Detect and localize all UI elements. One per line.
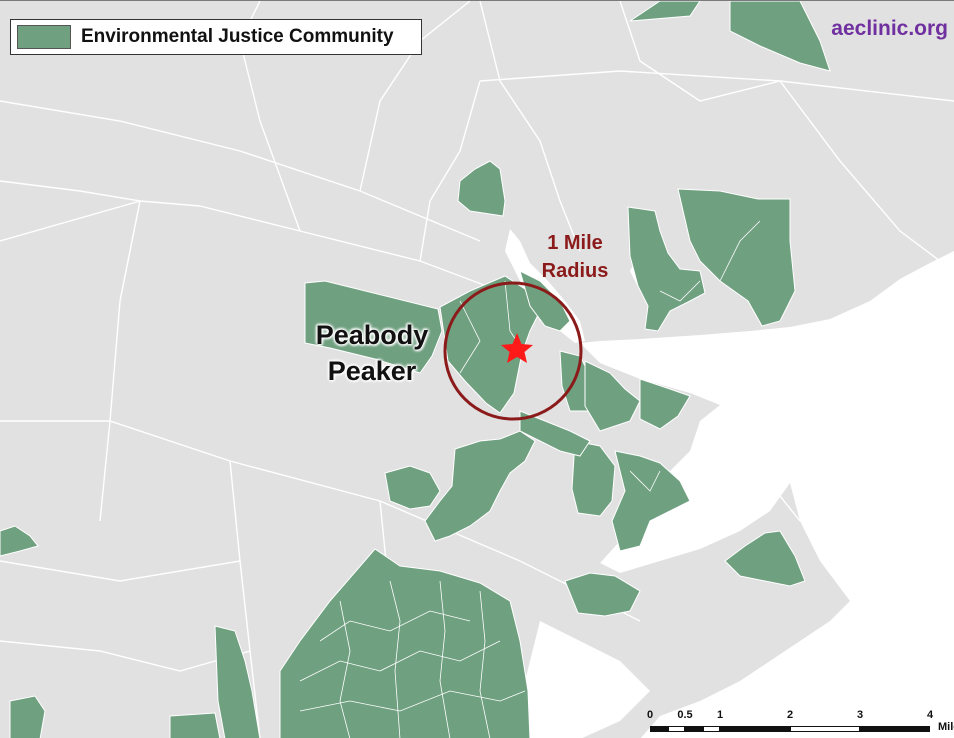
site-label-line1: Peabody bbox=[315, 320, 429, 350]
scale-bar-segment bbox=[860, 726, 930, 732]
scale-tick-label: 4 bbox=[926, 709, 934, 721]
ej-tract-lines bbox=[299, 220, 761, 738]
radius-label-line1: 1 Mile bbox=[547, 232, 603, 254]
legend-swatch bbox=[17, 25, 71, 49]
radius-label: 1 Mile Radius bbox=[520, 229, 630, 285]
scale-bar-segment bbox=[685, 726, 703, 732]
scale-tick-label: 0 bbox=[646, 709, 654, 721]
scale-unit-label: Mile bbox=[938, 721, 954, 733]
scale-bar-segment bbox=[667, 726, 685, 732]
credit-text: aeclinic.org bbox=[831, 17, 948, 40]
site-label-line2: Peaker bbox=[327, 356, 417, 386]
map-legend: Environmental Justice Community bbox=[10, 19, 422, 55]
scale-tick-label: 0.5 bbox=[677, 709, 693, 721]
scale-bar-segment bbox=[702, 726, 720, 732]
ocean-water bbox=[580, 251, 954, 738]
scale-tick-label: 2 bbox=[786, 709, 794, 721]
ej-communities bbox=[0, 1, 831, 738]
scale-bar-segment bbox=[650, 726, 668, 732]
bay-south bbox=[520, 621, 650, 738]
radius-label-line2: Radius bbox=[541, 260, 609, 282]
star-icon[interactable] bbox=[501, 333, 533, 363]
radius-circle bbox=[443, 281, 583, 421]
legend-label: Environmental Justice Community bbox=[81, 26, 394, 47]
scale-tick-label: 1 bbox=[716, 709, 724, 721]
scale-bar: Mile 0 0.5 1 2 3 4 bbox=[636, 709, 954, 738]
scale-bar-segment bbox=[790, 726, 860, 732]
scale-tick-label: 3 bbox=[856, 709, 864, 721]
scale-bar-segment bbox=[720, 726, 790, 732]
site-label: Peabody Peaker bbox=[302, 317, 442, 389]
